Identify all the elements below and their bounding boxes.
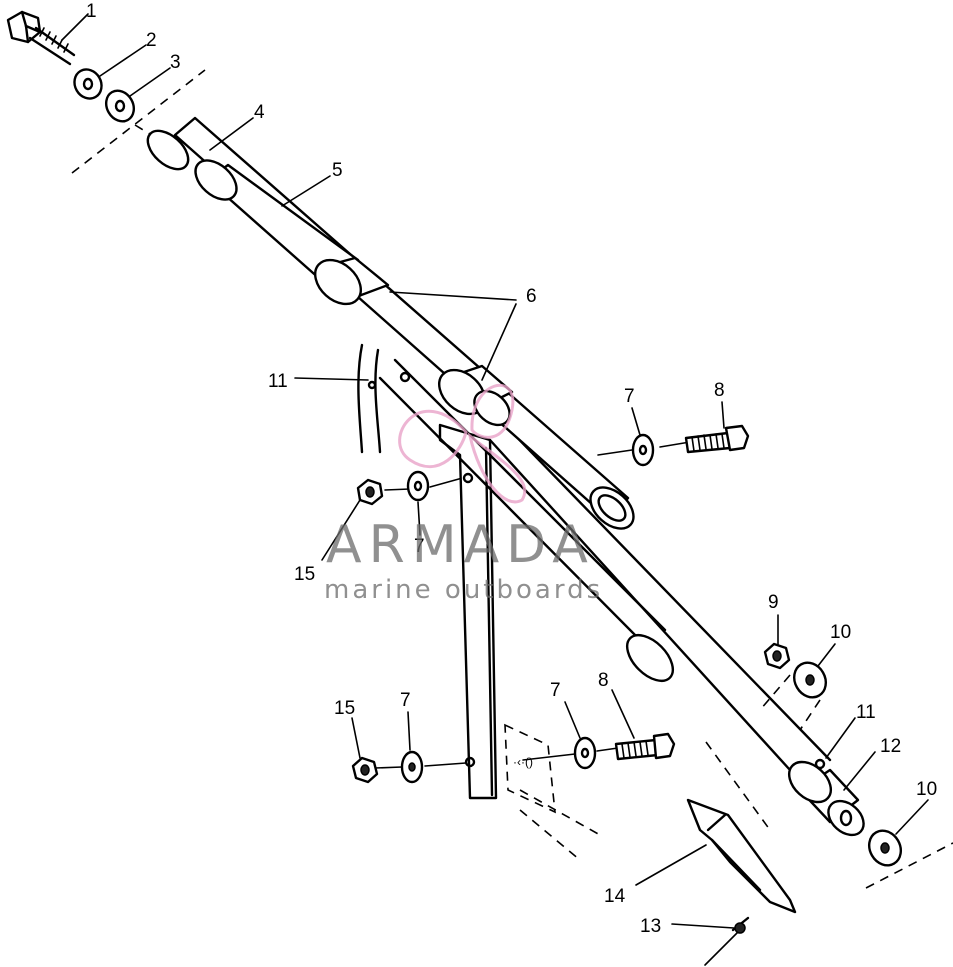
watermark-brand: ARMADA xyxy=(326,515,595,575)
nut-15-upper xyxy=(356,478,384,506)
washer-7-upper xyxy=(631,433,655,467)
bolt-8-upper xyxy=(684,424,750,454)
nut-15-lower xyxy=(351,756,379,784)
callout-7-middle: 7 xyxy=(414,536,425,557)
callout-leaders xyxy=(61,13,929,929)
bolt-8-lower xyxy=(614,732,676,761)
callout-15-lower: 15 xyxy=(334,698,355,719)
callout-10-lower: 10 xyxy=(916,779,937,800)
watermark-tagline: marine outboards xyxy=(324,575,603,605)
callout-1: 1 xyxy=(86,1,97,22)
washer-2 xyxy=(73,68,103,100)
washer-7-lower-left xyxy=(400,750,424,784)
watermark: ARMADA marine outboards xyxy=(324,383,603,605)
callout-11-upper: 11 xyxy=(268,371,288,392)
callout-3: 3 xyxy=(170,52,181,73)
svg-text:·‹·(): ·‹·() xyxy=(513,755,533,769)
nut-9 xyxy=(763,642,791,670)
callout-10-upper: 10 xyxy=(830,622,851,643)
callout-12: 12 xyxy=(880,736,901,757)
callout-7-lower-right: 7 xyxy=(550,680,561,701)
washer-10-lower xyxy=(867,829,903,867)
callout-6: 6 xyxy=(526,286,537,307)
callout-5: 5 xyxy=(332,160,343,181)
washer-10-upper xyxy=(792,661,828,699)
lower-tube xyxy=(787,758,865,837)
bracket-plate: ·‹·() xyxy=(504,723,556,814)
hex-bolt-1 xyxy=(6,10,76,66)
callout-15-upper: 15 xyxy=(294,564,315,585)
callout-4: 4 xyxy=(254,102,265,123)
callout-13: 13 xyxy=(640,916,661,937)
washer-7-lower-right xyxy=(573,736,597,770)
washer-7-middle xyxy=(406,470,430,502)
callout-7-upper: 7 xyxy=(624,386,635,407)
washer-3 xyxy=(104,89,136,123)
callout-numbers: 1 2 3 4 5 6 11 7 8 15 7 9 10 15 7 7 8 11… xyxy=(86,1,937,937)
axis-lines xyxy=(71,69,953,966)
callout-9: 9 xyxy=(768,592,779,613)
callout-14: 14 xyxy=(604,886,626,907)
callout-11-lower: 11 xyxy=(856,702,876,723)
upper-tube xyxy=(146,116,635,530)
watermark-logo-mark xyxy=(398,383,527,504)
callout-8-upper: 8 xyxy=(714,380,725,401)
skid-14 xyxy=(686,798,797,914)
screw-13 xyxy=(731,916,750,934)
callout-2: 2 xyxy=(146,30,157,51)
frame-legs xyxy=(357,343,832,800)
callout-7-lower-left: 7 xyxy=(400,690,411,711)
callout-8-lower: 8 xyxy=(598,670,609,691)
